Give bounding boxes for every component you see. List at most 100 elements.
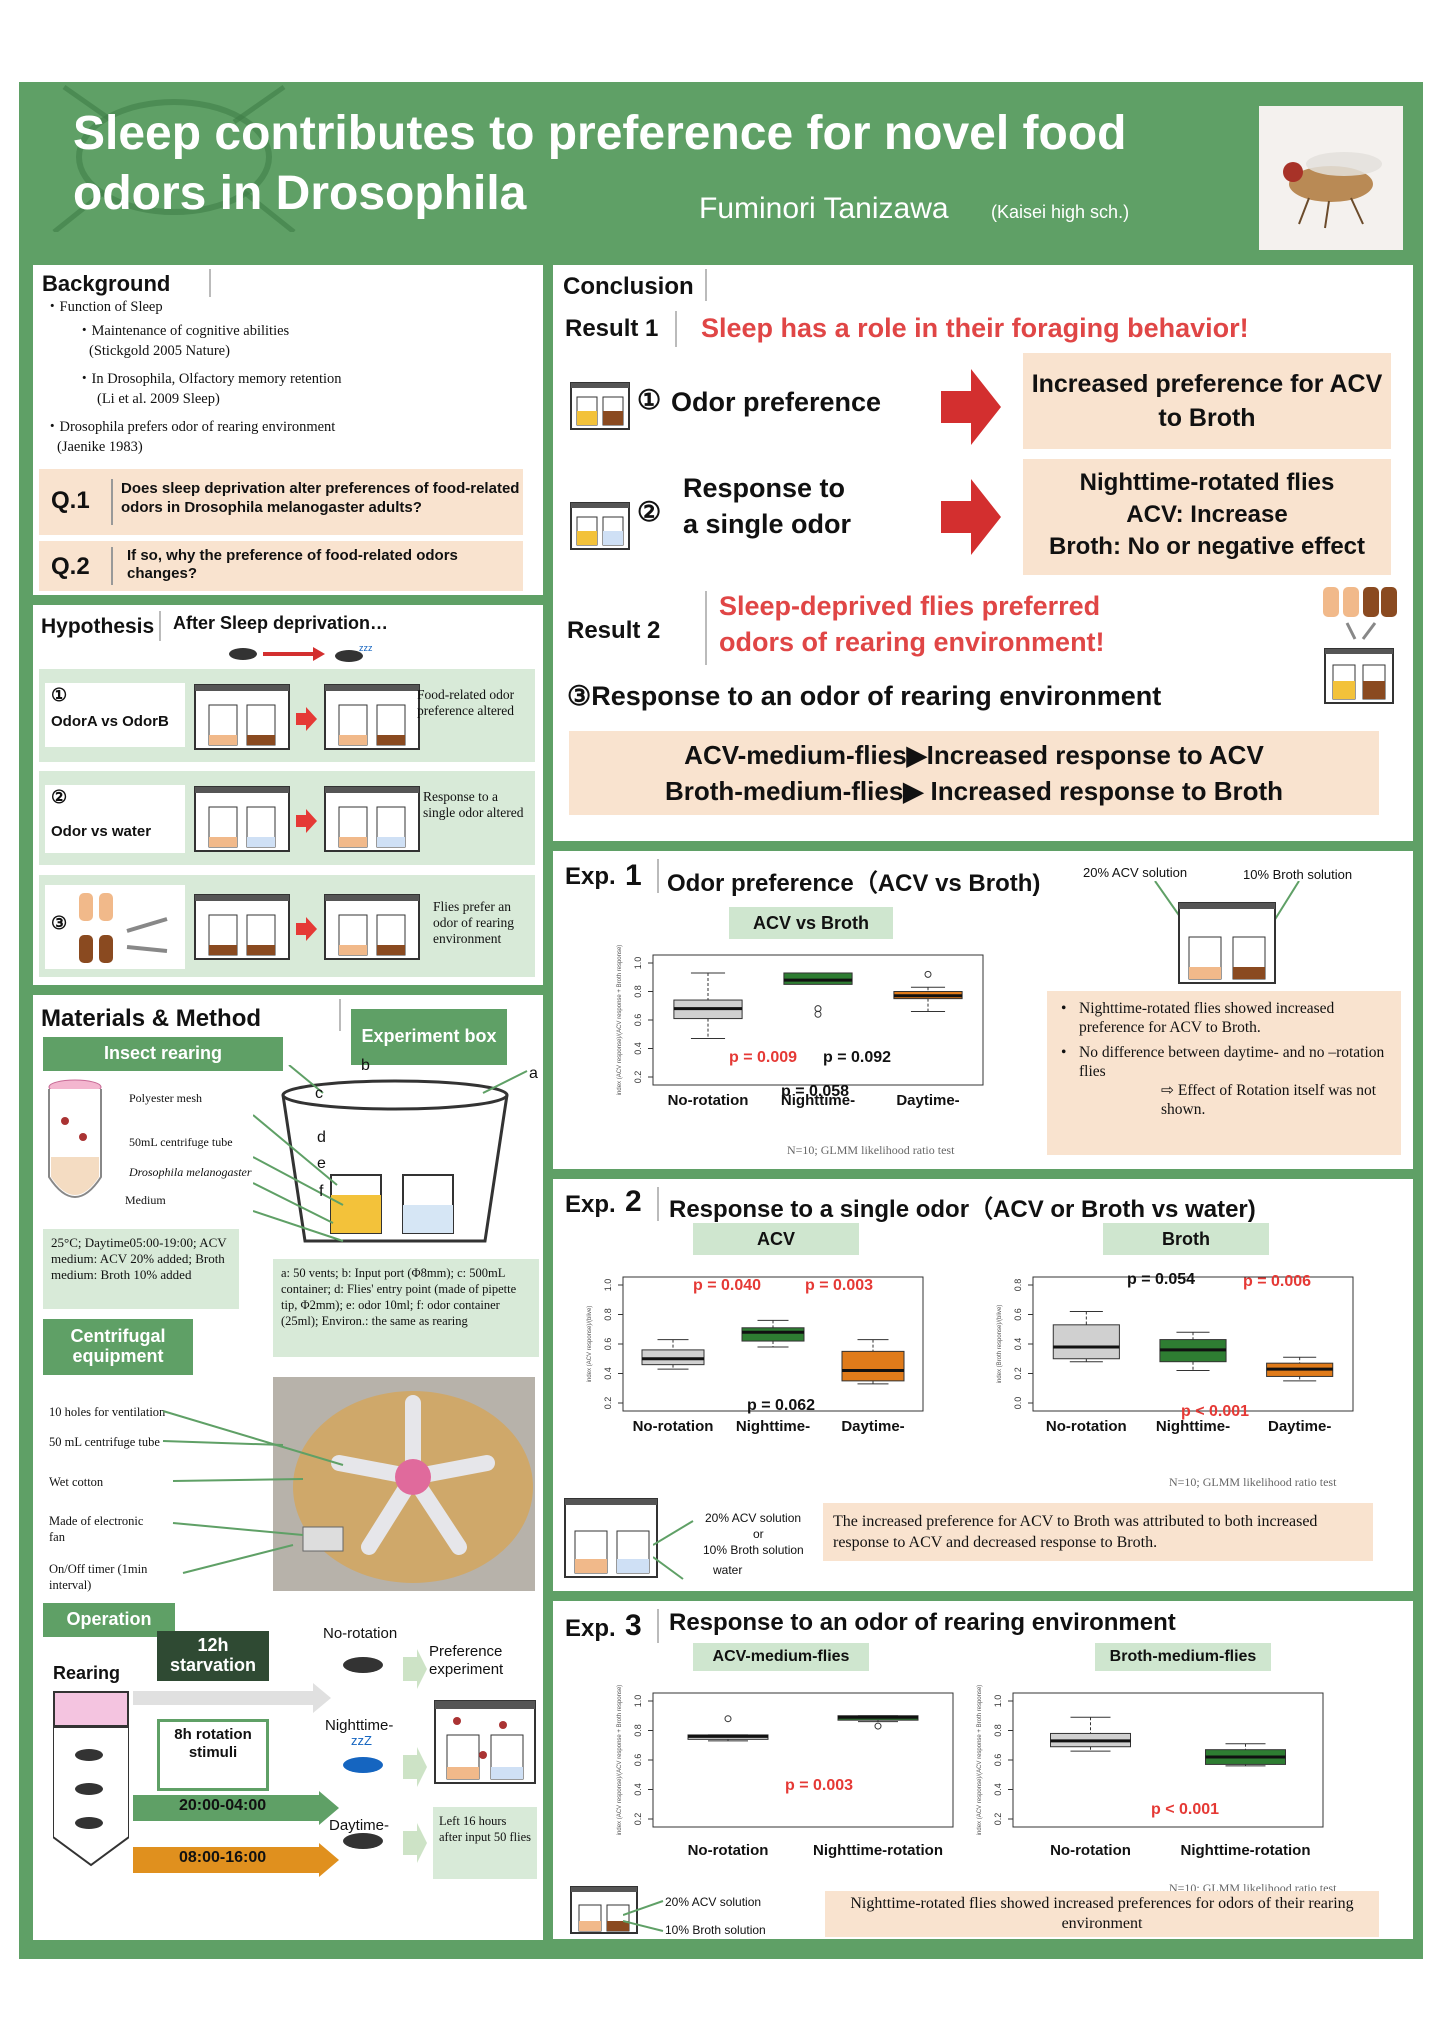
plot-frame bbox=[652, 1692, 954, 1828]
y-tick-label: 0.4 bbox=[603, 1367, 613, 1380]
c1-num: ① bbox=[637, 385, 662, 415]
category-label: No-rotation bbox=[633, 1418, 714, 1435]
exp3-broth-title: Broth-medium-flies bbox=[1095, 1643, 1271, 1671]
c2-text1: Response to bbox=[683, 473, 846, 503]
box-letter-a: a bbox=[529, 1065, 538, 1082]
y-tick-label: 0.2 bbox=[603, 1397, 613, 1410]
outlier-point bbox=[814, 1010, 822, 1018]
y-tick-label: 0.8 bbox=[633, 985, 643, 998]
starvation-block: 12h starvation bbox=[157, 1631, 269, 1681]
preference-experiment-label: Preference experiment bbox=[429, 1643, 504, 1678]
exp1-note-2: No difference between daytime- and no –r… bbox=[1079, 1044, 1385, 1080]
hypothesis-box-pair-3 bbox=[194, 894, 420, 960]
poster-title-line1: Sleep contributes to preference for nove… bbox=[73, 107, 1127, 160]
centrifugal-equipment-tab: Centrifugal equipment bbox=[43, 1319, 193, 1375]
q2-text: If so, why the preference of food-relate… bbox=[127, 547, 458, 582]
y-axis-label: index (ACV response)/(blive) bbox=[587, 1306, 593, 1383]
exp2-note: The increased preference for ACV to Brot… bbox=[823, 1503, 1373, 1561]
outlier-point bbox=[814, 1005, 822, 1013]
left-16-hours-note: Left 16 hours after input 50 flies bbox=[433, 1807, 537, 1879]
conclusion-title: Conclusion bbox=[563, 273, 694, 300]
result2-text1: Sleep-deprived flies preferred bbox=[719, 591, 1101, 621]
q2-box: Q.2 If so, why the preference of food-re… bbox=[39, 541, 523, 591]
outlier-point bbox=[874, 1722, 882, 1730]
box bbox=[741, 1327, 805, 1342]
exp1-panel: Exp. 1 Odor preference（ACV vs Broth) 20%… bbox=[553, 851, 1413, 1169]
exp3-title: Response to an odor of rearing environme… bbox=[669, 1609, 1176, 1636]
box-letter-d: d bbox=[317, 1129, 326, 1146]
h1-result: Food-related odor preference altered bbox=[417, 687, 515, 718]
photo-label-holes: 10 holes for ventilation bbox=[49, 1405, 166, 1419]
photo-label-cotton: Wet cotton bbox=[49, 1475, 104, 1489]
sleep-deprivation-arrow-icon: zzz bbox=[229, 643, 373, 662]
insect-rearing-tab: Insect rearing bbox=[43, 1037, 283, 1071]
tube-label-mesh: Polyester mesh bbox=[129, 1091, 202, 1105]
box-letter-c: c bbox=[315, 1085, 323, 1102]
odor-preference-box-icon bbox=[570, 382, 630, 430]
h3-num: ③ bbox=[51, 913, 68, 933]
y-tick-label: 0.8 bbox=[993, 1724, 1003, 1737]
box-letter-b: b bbox=[361, 1057, 370, 1074]
exp1-chart-title: ACV vs Broth bbox=[729, 907, 893, 939]
centrifuge-tube-icon bbox=[48, 1079, 102, 1198]
hypothesis-row-3: ③ Flies prefer an odor of rearing enviro… bbox=[39, 875, 535, 977]
bg-line-3: (Stickgold 2005 Nature) bbox=[89, 343, 230, 359]
bg-line-1: ・Function of Sleep bbox=[45, 299, 163, 315]
category-label: Daytime- bbox=[896, 1092, 959, 1109]
exp2-box-icon bbox=[564, 1498, 658, 1578]
y-tick-label: 0.6 bbox=[633, 1754, 643, 1767]
exp2-title: Response to a single odor（ACV or Broth v… bbox=[669, 1196, 1256, 1223]
exp3-box-icon bbox=[570, 1886, 638, 1934]
category-label: Nighttime-rotation bbox=[1181, 1842, 1311, 1859]
exp2-label: Exp. bbox=[565, 1191, 616, 1218]
exp2-stats: N=10; GLMM likelihood ratio test bbox=[1169, 1475, 1337, 1489]
exp1-title: Odor preference（ACV vs Broth) bbox=[667, 870, 1041, 897]
preference-box-icon bbox=[434, 1700, 536, 1784]
c2-num: ② bbox=[637, 497, 662, 527]
y-tick-label: 0.6 bbox=[993, 1754, 1003, 1767]
hypothesis-panel: Hypothesis After Sleep deprivation… zzz … bbox=[33, 605, 543, 985]
night-arrow bbox=[133, 1791, 339, 1825]
condition-flies-icon: zzZ bbox=[343, 1657, 383, 1849]
y-tick-label: 0.8 bbox=[633, 1724, 643, 1737]
day-time: 08:00-16:00 bbox=[179, 1849, 267, 1866]
starvation-arrow bbox=[133, 1683, 331, 1713]
rearing-conditions-note: 25°C; Daytime05:00-19:00; ACV medium: AC… bbox=[43, 1229, 239, 1309]
background-title: Background bbox=[42, 271, 171, 296]
y-tick-label: 0.4 bbox=[633, 1783, 643, 1796]
bg-line-5: (Li et al. 2009 Sleep) bbox=[97, 391, 220, 407]
c2-box-line1: Nighttime-rotated flies bbox=[1079, 469, 1335, 496]
c2-box: Nighttime-rotated flies ACV: Increase Br… bbox=[1023, 459, 1391, 575]
exp2-sol-line2: or bbox=[753, 1527, 764, 1541]
h2-num: ② bbox=[51, 787, 68, 807]
exp1-sol1: 20% ACV solution bbox=[1083, 865, 1188, 880]
exp1-num: 1 bbox=[625, 859, 642, 892]
cond-no-rotation: No-rotation bbox=[323, 1625, 398, 1642]
tube-label-tube: 50mL centrifuge tube bbox=[129, 1135, 233, 1149]
y-tick-label: 0.2 bbox=[993, 1813, 1003, 1826]
result1-label: Result 1 bbox=[565, 315, 659, 342]
c3-text: ③Response to an odor of rearing environm… bbox=[567, 681, 1162, 711]
c2-box-line3: Broth: No or negative effect bbox=[1048, 533, 1366, 560]
poster-background: Sleep contributes to preference for nove… bbox=[19, 82, 1423, 1959]
category-label: No-rotation bbox=[668, 1092, 749, 1109]
materials-panel: Materials & Method Insect rearing Experi… bbox=[33, 995, 543, 1940]
exp1-stats: N=10; GLMM likelihood ratio test bbox=[787, 1143, 955, 1157]
bg-line-2: ・Maintenance of cognitive abilities bbox=[77, 323, 290, 339]
poster-title-line2: odors in Drosophila bbox=[73, 167, 527, 220]
category-label: Nighttime- bbox=[1156, 1418, 1230, 1435]
rearing-label: Rearing bbox=[53, 1663, 121, 1683]
q1-box: Q.1 Does sleep deprivation alter prefere… bbox=[39, 469, 523, 535]
exp1-note-1: Nighttime-rotated flies showed increased… bbox=[1079, 1000, 1335, 1036]
exp3-num: 3 bbox=[625, 1609, 642, 1642]
single-odor-box-icon bbox=[570, 502, 630, 550]
y-tick-label: 0.0 bbox=[1013, 1397, 1023, 1410]
y-tick-label: 0.4 bbox=[633, 1042, 643, 1055]
